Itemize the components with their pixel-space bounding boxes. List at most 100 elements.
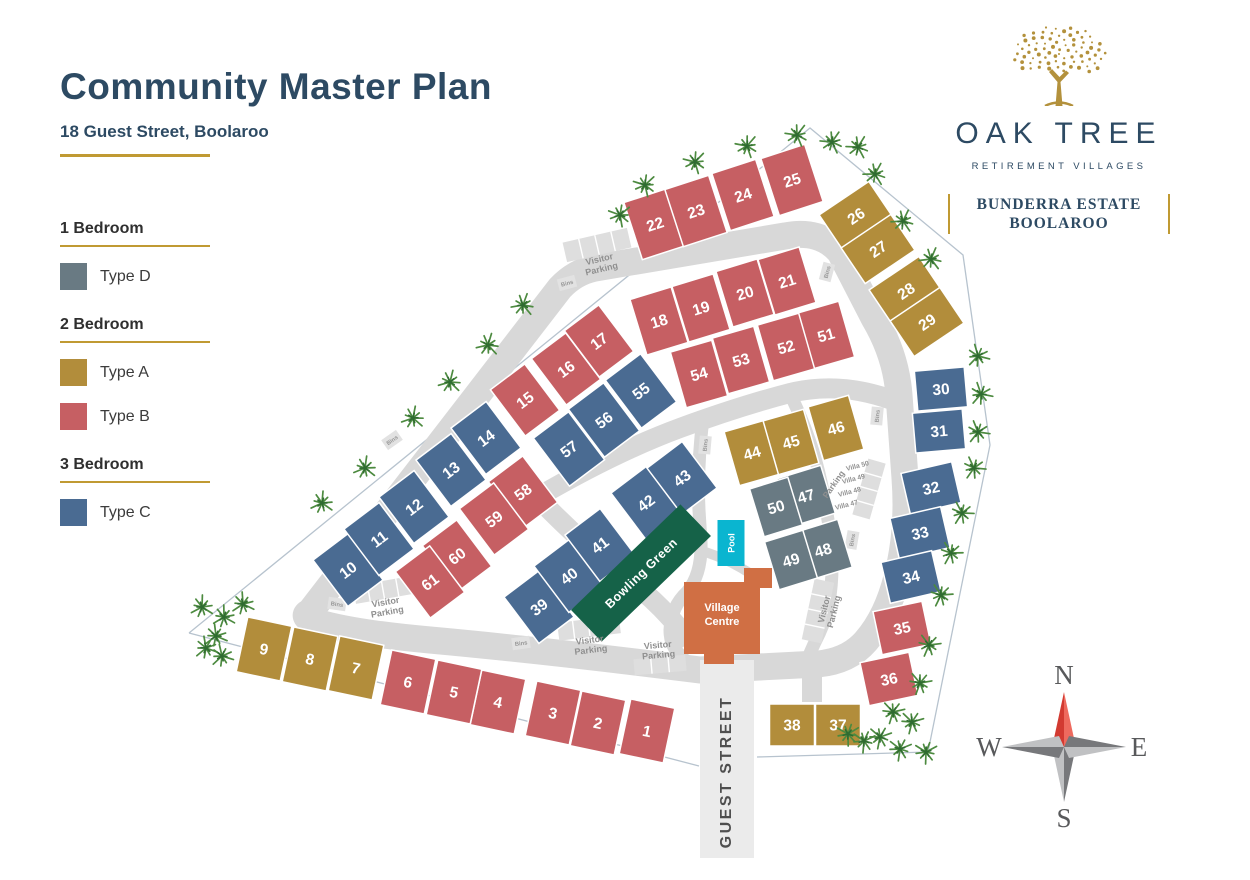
bins-label: Bins	[875, 410, 882, 423]
unit-number: 30	[932, 381, 951, 399]
tree-icon	[212, 604, 236, 628]
tree-icon	[310, 490, 333, 513]
unit-number: 1	[641, 723, 653, 741]
unit-number: 51	[816, 325, 838, 346]
visitor-parking-label: VisitorParking	[368, 594, 404, 620]
parking-bays	[852, 458, 886, 520]
unit-9: 9	[235, 616, 293, 682]
tree-icon	[901, 712, 925, 735]
unit-17: 17	[563, 303, 635, 379]
unit-61: 61	[394, 544, 466, 620]
unit-number: 7	[350, 660, 362, 678]
unit-1: 1	[618, 698, 676, 764]
unit-number: 26	[845, 205, 869, 229]
unit-number: 4	[492, 694, 504, 712]
unit-number: 47	[796, 486, 817, 507]
page-title: Community Master Plan	[60, 66, 492, 107]
unit-number: 48	[813, 540, 835, 561]
unit-26: 26	[818, 180, 894, 252]
compass-north-label: N	[1054, 660, 1074, 690]
unit-number: 18	[649, 311, 671, 332]
unit-57: 57	[532, 410, 606, 488]
brand-tagline: RETIREMENT VILLAGES	[971, 161, 1147, 172]
tree-icon	[968, 343, 991, 367]
estate-text: BUNDERRA ESTATE BOOLAROO	[950, 195, 1168, 234]
unit-number: 42	[635, 492, 659, 516]
unit-51: 51	[796, 300, 856, 370]
unit-number: 46	[826, 418, 848, 439]
tree-icon	[510, 292, 534, 316]
header: Community Master Plan 18 Guest Street, B…	[60, 66, 492, 157]
tree-icon	[940, 541, 964, 565]
visitor-parking-label: VisitorParking	[641, 639, 676, 662]
tree-icon	[909, 672, 933, 696]
legend-heading: 3 Bedroom	[60, 456, 144, 473]
tree-icon	[400, 405, 424, 428]
unit-number: 33	[910, 524, 931, 545]
bins-label: Bins	[703, 439, 710, 452]
unit-number: 24	[732, 185, 754, 207]
legend-item: Type B	[60, 403, 250, 430]
unit-number: 31	[930, 423, 949, 441]
svg-text:VisitorParking: VisitorParking	[368, 594, 404, 619]
estate-line1: BUNDERRA ESTATE	[976, 195, 1142, 213]
bins-label: Bins	[515, 640, 528, 648]
unit-number: 5	[448, 684, 460, 702]
tree-icon	[971, 381, 994, 405]
unit-number: 25	[781, 170, 803, 192]
unit-number: 10	[337, 559, 361, 583]
unit-number: 6	[402, 674, 414, 692]
tree-icon	[918, 634, 942, 657]
unit-number: 40	[558, 565, 582, 589]
tree-icon	[353, 455, 376, 478]
tree-icon	[882, 702, 906, 725]
unit-52: 52	[756, 312, 816, 382]
legend-swatch-b	[60, 403, 87, 430]
road-1	[530, 378, 896, 507]
unit-7: 7	[327, 635, 385, 701]
parking-bays	[633, 654, 687, 676]
unit-2: 2	[569, 690, 627, 756]
unit-number: 22	[644, 214, 666, 235]
unit-6: 6	[379, 649, 437, 715]
unit-53: 53	[711, 325, 771, 395]
pool-label: Pool	[726, 533, 736, 553]
unit-number: 2	[592, 715, 604, 733]
estate-name: BUNDERRA ESTATE BOOLAROO	[948, 194, 1170, 234]
unit-49: 49	[763, 529, 819, 591]
unit-50: 50	[748, 476, 804, 538]
compass-west-label: W	[976, 732, 1002, 762]
guest-street-road	[700, 660, 754, 858]
tree-icon	[890, 209, 914, 232]
legend-divider	[60, 245, 210, 247]
unit-45: 45	[762, 408, 820, 476]
unit-21: 21	[757, 246, 817, 316]
unit-5: 5	[425, 659, 483, 725]
unit-4: 4	[469, 669, 527, 735]
bins-pad: Bins	[698, 435, 712, 455]
bins-label: Bins	[560, 280, 574, 289]
parking-bays	[801, 578, 835, 644]
legend-label: Type D	[100, 267, 151, 285]
unit-number: 32	[921, 479, 942, 499]
estate-line2: BOOLAROO	[1009, 215, 1109, 232]
unit-13: 13	[414, 432, 488, 508]
unit-46: 46	[807, 394, 865, 462]
oak-tree-glyph	[1013, 26, 1107, 108]
legend-swatch-a	[60, 359, 87, 386]
visitor-parking-label: VisitorParking	[574, 633, 608, 657]
unit-number: 17	[588, 330, 612, 354]
unit-11: 11	[342, 501, 416, 577]
bins-label: Bins	[824, 265, 833, 279]
bins-label: Bins	[849, 534, 857, 547]
bins-pad: Bins	[327, 596, 347, 612]
unit-12: 12	[377, 469, 451, 545]
svg-text:VisitorParking: VisitorParking	[641, 639, 676, 662]
tree-icon	[607, 204, 631, 228]
unit-39: 39	[502, 569, 576, 645]
